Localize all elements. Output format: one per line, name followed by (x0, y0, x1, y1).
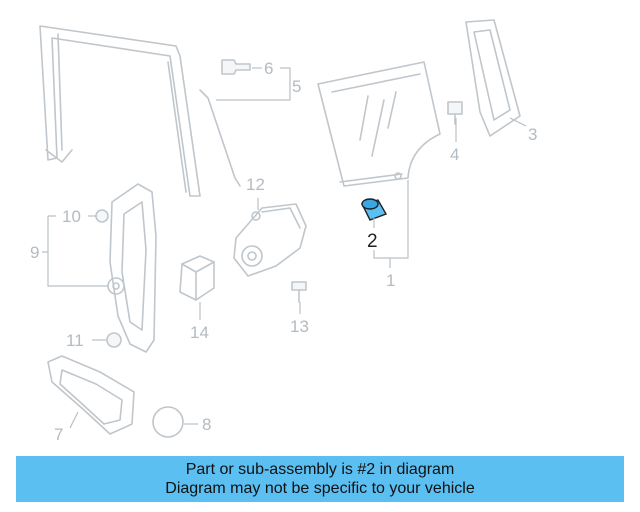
part-7-access-panel (47, 355, 135, 435)
callout-2: 2 (367, 231, 378, 252)
part-10-nut (95, 209, 109, 223)
callout-6: 6 (264, 59, 273, 78)
part-5-run-channel (39, 25, 241, 197)
callout-4: 4 (450, 145, 459, 164)
part-12-motor (233, 203, 307, 277)
part-info-banner: Part or sub-assembly is #2 in diagram Di… (16, 456, 624, 502)
callout-1: 1 (386, 271, 395, 290)
part-2-glass-roller (360, 198, 388, 221)
callout-9: 9 (30, 243, 39, 262)
callout-10: 10 (62, 207, 81, 226)
part-4-screw (447, 101, 463, 125)
part-9-regulator (107, 183, 157, 353)
callout-labels: 6 5 4 3 2 1 10 9 11 12 13 14 8 7 (30, 59, 537, 444)
part-3-quarter-glass (465, 19, 521, 137)
callout-7: 7 (54, 425, 63, 444)
callout-12: 12 (246, 175, 265, 194)
part-14-bracket (179, 255, 215, 301)
part-8-plug (152, 406, 184, 438)
parts-diagram: 6 5 4 3 2 1 10 9 11 12 13 14 8 7 (30, 19, 537, 444)
banner-line-disclaimer: Diagram may not be specific to your vehi… (165, 480, 475, 497)
part-13-bolt (291, 281, 307, 303)
part-1-window-glass (317, 61, 441, 187)
callout-13: 13 (290, 317, 309, 336)
callout-14: 14 (190, 323, 209, 342)
callout-8: 8 (202, 415, 211, 434)
leader-lines (42, 67, 527, 429)
callout-5: 5 (292, 77, 301, 96)
part-11-nut (106, 332, 122, 348)
part-6-screw (221, 59, 251, 75)
banner-line-part: Part or sub-assembly is #2 in diagram (185, 461, 455, 478)
callout-11: 11 (66, 331, 84, 350)
callout-3: 3 (528, 125, 537, 144)
